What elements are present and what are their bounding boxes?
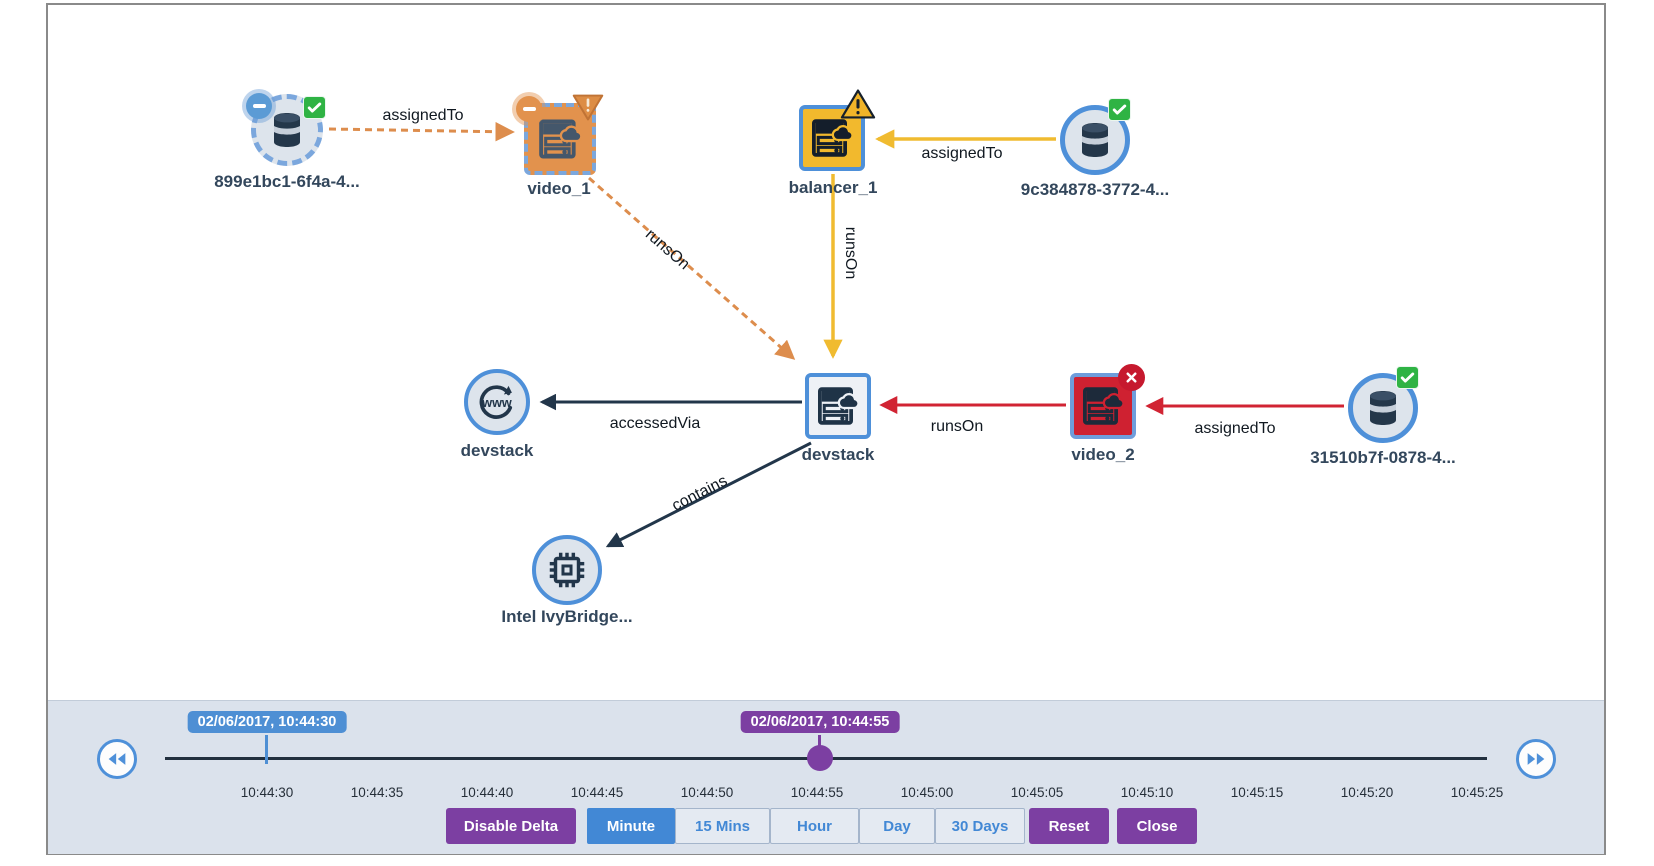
rewind-icon bbox=[108, 753, 126, 765]
tick-label: 10:45:05 bbox=[1010, 785, 1064, 800]
node-label: video_1 bbox=[527, 179, 591, 198]
tick-label: 10:45:20 bbox=[1340, 785, 1394, 800]
database-icon bbox=[274, 113, 300, 147]
current-time-stem bbox=[818, 735, 821, 749]
node-label: devstack bbox=[460, 441, 534, 460]
tick-label: 10:45:10 bbox=[1120, 785, 1174, 800]
node-label: 9c384878-3772-4... bbox=[1020, 180, 1170, 199]
www-gateway-icon: www bbox=[479, 385, 513, 419]
node-label: video_2 bbox=[1071, 445, 1135, 464]
tick-label: 10:44:40 bbox=[460, 785, 514, 800]
node-devstack-www[interactable]: www bbox=[464, 369, 530, 435]
database-icon bbox=[1370, 391, 1396, 425]
status-ok-badge bbox=[1108, 98, 1131, 121]
tick-label: 10:44:35 bbox=[350, 785, 404, 800]
node-intel-ivybridge[interactable] bbox=[532, 535, 602, 605]
zoom-day-button[interactable]: Day bbox=[859, 808, 935, 844]
zoom-hour-button[interactable]: Hour bbox=[770, 808, 859, 844]
status-ok-badge bbox=[303, 96, 326, 119]
x-icon bbox=[1126, 372, 1137, 383]
check-icon bbox=[1112, 104, 1127, 115]
disable-delta-button[interactable]: Disable Delta bbox=[446, 808, 576, 844]
status-warning-badge bbox=[572, 93, 604, 122]
status-warning-badge bbox=[840, 88, 876, 120]
zoom-15mins-button[interactable]: 15 Mins bbox=[675, 808, 770, 844]
warning-triangle-icon bbox=[572, 94, 604, 121]
tick-label: 10:45:00 bbox=[900, 785, 954, 800]
removed-badge bbox=[516, 96, 542, 122]
zoom-minute-button[interactable]: Minute bbox=[587, 808, 675, 844]
status-ok-badge bbox=[1396, 366, 1419, 389]
tick-label: 10:44:50 bbox=[680, 785, 734, 800]
tick-label: 10:44:45 bbox=[570, 785, 624, 800]
cloud-server-icon bbox=[1083, 387, 1125, 425]
tick-label: 10:44:55 bbox=[790, 785, 844, 800]
cloud-server-icon bbox=[812, 119, 854, 157]
node-label: balancer_1 bbox=[788, 178, 878, 197]
node-label: Intel IvyBridge... bbox=[501, 607, 633, 626]
fast-forward-button[interactable] bbox=[1516, 739, 1556, 779]
edge-label-assignedto-3: assignedTo bbox=[1194, 420, 1276, 437]
fast-forward-icon bbox=[1527, 753, 1545, 765]
history-timeline-panel: 02/06/2017, 10:44:30 02/06/2017, 10:44:5… bbox=[48, 700, 1604, 854]
node-label: 899e1bc1-6f4a-4... bbox=[214, 172, 360, 191]
tick-label: 10:44:30 bbox=[240, 785, 294, 800]
removed-badge bbox=[246, 93, 272, 119]
edge-label-runson-3: runsOn bbox=[930, 418, 984, 435]
range-start-marker bbox=[265, 735, 268, 764]
current-time-badge: 02/06/2017, 10:44:55 bbox=[740, 711, 900, 733]
tick-label: 10:45:15 bbox=[1230, 785, 1284, 800]
cloud-server-icon bbox=[818, 387, 860, 425]
edge-label-assignedto-2: assignedTo bbox=[921, 145, 1003, 162]
close-button[interactable]: Close bbox=[1117, 808, 1197, 844]
tick-label: 10:45:25 bbox=[1450, 785, 1504, 800]
svg-text:www: www bbox=[481, 396, 512, 410]
rewind-button[interactable] bbox=[97, 739, 137, 779]
reset-button[interactable]: Reset bbox=[1029, 808, 1109, 844]
database-icon bbox=[1082, 123, 1108, 157]
node-label: 31510b7f-0878-4... bbox=[1310, 448, 1456, 467]
cpu-icon bbox=[549, 552, 585, 588]
edge-label-assignedto-1: assignedTo bbox=[382, 107, 464, 124]
cloud-server-icon bbox=[539, 119, 583, 159]
edge-label-runson-2: runsOn bbox=[842, 226, 859, 280]
warning-triangle-icon bbox=[840, 89, 876, 119]
range-start-time-badge: 02/06/2017, 10:44:30 bbox=[187, 711, 347, 733]
check-icon bbox=[307, 102, 322, 113]
node-video-2[interactable] bbox=[1070, 373, 1136, 439]
zoom-30days-button[interactable]: 30 Days bbox=[935, 808, 1025, 844]
status-error-badge bbox=[1118, 364, 1145, 391]
edge-label-accessedvia: accessedVia bbox=[609, 415, 701, 432]
check-icon bbox=[1400, 372, 1415, 383]
node-label: devstack bbox=[801, 445, 875, 464]
timeline-handle[interactable] bbox=[807, 745, 833, 771]
node-devstack[interactable] bbox=[805, 373, 871, 439]
